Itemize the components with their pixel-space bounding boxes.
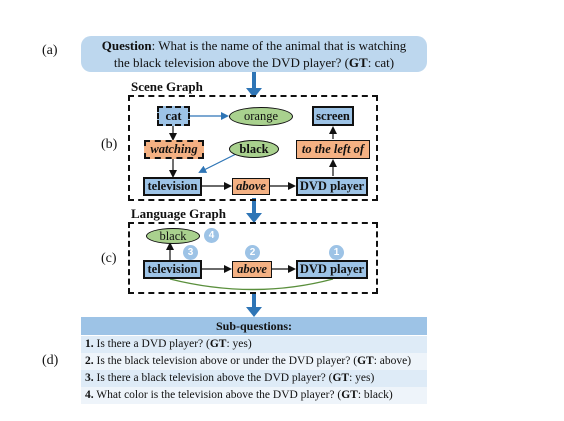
step-2-marker: 2 [245, 245, 260, 260]
question-line1-text: : What is the name of the animal that is… [151, 38, 407, 53]
question-box: Question: What is the name of the animal… [81, 36, 427, 72]
sg-node-cat: cat [157, 106, 190, 126]
sub-question-text: What color is the television above the D… [93, 389, 342, 401]
language-graph-frame [128, 222, 378, 294]
question-line-2: the black television above the DVD playe… [81, 54, 427, 71]
sg-node-dvd-player: DVD player [296, 177, 368, 196]
sg-node-black: black [229, 140, 279, 158]
sg-node-orange: orange [229, 107, 293, 126]
step-4-marker: 4 [204, 228, 219, 243]
question-label: Question [101, 38, 152, 53]
flow-arrow-c-to-d [246, 293, 262, 317]
sub-question-row: 4. What color is the television above th… [81, 387, 427, 404]
question-gt-label: GT [348, 55, 368, 70]
lg-node-above: above [232, 261, 272, 278]
sub-question-row: 2. Is the black television above or unde… [81, 353, 427, 370]
sg-node-watching: watching [144, 140, 204, 159]
lg-node-dvd-player: DVD player [296, 260, 368, 279]
sub-question-answer: : yes) [349, 372, 375, 384]
question-line2-text: the black television above the DVD playe… [113, 55, 349, 70]
sub-question-text: Is there a DVD player? ( [93, 338, 210, 350]
sub-question-answer: : black) [357, 389, 393, 401]
sub-question-number: 2. [85, 355, 94, 367]
scene-graph-title: Scene Graph [131, 79, 203, 94]
sub-question-gt-label: GT [209, 338, 227, 350]
question-line-1: Question: What is the name of the animal… [81, 37, 427, 54]
panel-label-a: (a) [42, 43, 58, 58]
sub-question-number: 1. [85, 338, 94, 350]
lg-node-black: black [146, 228, 200, 244]
edge-black-television [198, 153, 237, 173]
panel-label-d: (d) [42, 353, 59, 368]
sg-node-television: television [143, 177, 202, 196]
sg-node-above: above [232, 178, 270, 195]
question-gt-value: : cat) [367, 55, 395, 70]
flow-arrow-b-to-c [246, 198, 262, 223]
sub-question-number: 4. [85, 389, 94, 401]
sg-node-screen: screen [312, 106, 354, 126]
sg-node-to-the-left-of: to the left of [296, 140, 370, 159]
sub-question-text: Is the black television above or under t… [93, 355, 358, 367]
sub-question-answer: : above) [373, 355, 412, 367]
lg-curve-dvd-television [169, 278, 334, 291]
step-3-marker: 3 [183, 245, 198, 260]
sub-question-answer: : yes) [226, 338, 252, 350]
sub-question-number: 3. [85, 372, 94, 384]
lg-node-television: television [143, 260, 202, 279]
sub-question-gt-label: GT [357, 355, 374, 367]
step-1-marker: 1 [329, 245, 344, 260]
panel-label-c: (c) [101, 251, 117, 266]
sub-question-row: 1. Is there a DVD player? (GT: yes) [81, 336, 427, 353]
sub-question-text: Is there a black television above the DV… [93, 372, 333, 384]
language-graph-title: Language Graph [131, 206, 226, 221]
sub-question-gt-label: GT [341, 389, 358, 401]
flow-arrow-a-to-b [246, 72, 262, 98]
sub-question-row: 3. Is there a black television above the… [81, 370, 427, 387]
scene-graph-frame [128, 95, 378, 201]
sub-questions-header: Sub-questions: [81, 317, 427, 335]
sub-question-gt-label: GT [332, 372, 350, 384]
panel-label-b: (b) [101, 137, 118, 152]
